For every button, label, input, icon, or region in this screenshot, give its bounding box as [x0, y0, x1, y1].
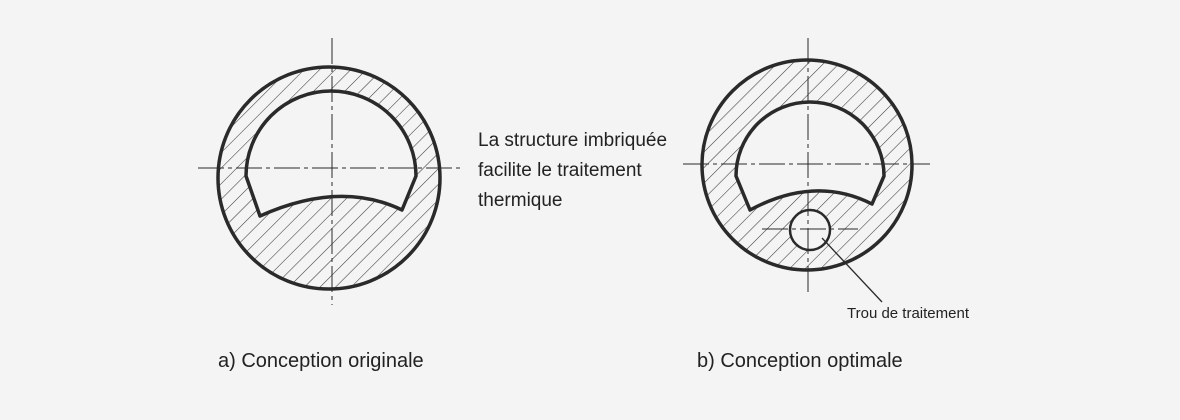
caption-optimal-design: b) Conception optimale	[697, 350, 903, 372]
design-a-centerlines	[198, 38, 463, 305]
treatment-hole-label: Trou de traitement	[847, 305, 969, 322]
annotation-note: La structure imbriquée facilite le trait…	[478, 126, 667, 216]
hole-leader-line	[821, 237, 883, 303]
annotation-note-line: La structure imbriquée	[478, 130, 668, 151]
caption-original-design: a) Conception originale	[218, 350, 424, 372]
annotation-note-line: thermique	[478, 190, 563, 211]
design-a-hatched-section	[216, 65, 442, 291]
annotation-note-line: facilite le traitement	[478, 160, 642, 181]
design-b-hatched-section	[700, 58, 914, 272]
design-b-centerlines	[683, 38, 930, 293]
design-a-original	[198, 38, 463, 305]
treatment-hole	[788, 208, 832, 252]
design-b-optimal	[683, 38, 930, 303]
